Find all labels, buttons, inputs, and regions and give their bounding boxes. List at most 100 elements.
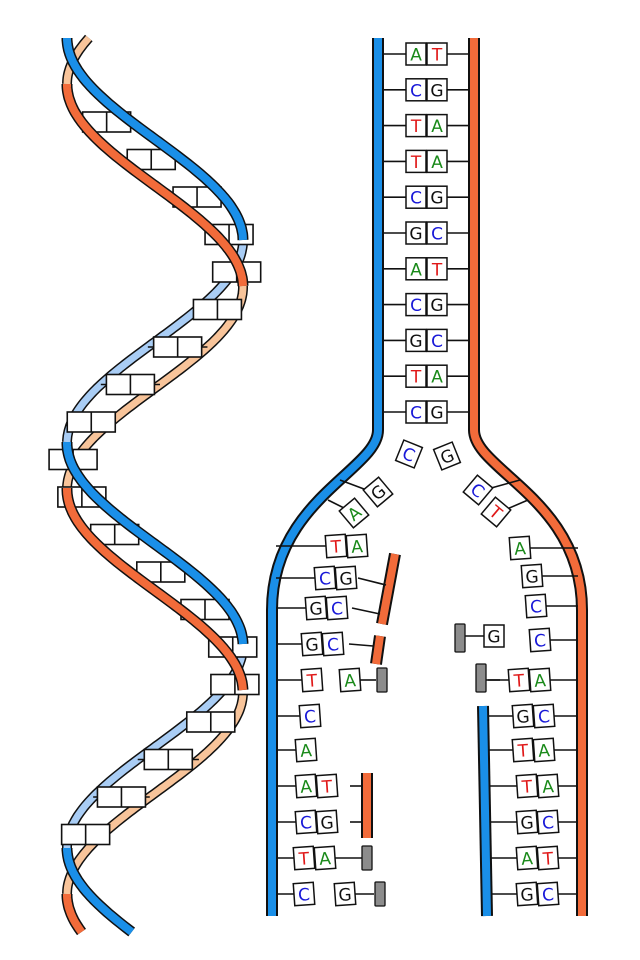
base-box <box>405 257 427 281</box>
base-A: A <box>345 533 369 559</box>
base-C: C <box>292 881 316 907</box>
base-box <box>338 497 370 529</box>
base-G: G <box>483 624 505 648</box>
okazaki-bond <box>357 577 387 586</box>
base-letter: T <box>297 849 310 870</box>
base-letter: A <box>514 539 527 560</box>
base-G: G <box>432 441 462 471</box>
base-letter: T <box>431 46 443 66</box>
base-letter: A <box>300 741 313 762</box>
base-A: A <box>405 257 427 281</box>
base-letter: G <box>430 404 443 424</box>
base-box <box>292 845 316 871</box>
base-letter: A <box>410 46 422 66</box>
base-letter: C <box>431 332 443 352</box>
base-A: A <box>294 773 318 799</box>
leading-template-strand-blue <box>268 38 382 916</box>
rna-primer <box>475 663 487 693</box>
base-G: G <box>426 400 448 424</box>
base-box <box>528 627 552 653</box>
base-A: A <box>405 42 427 66</box>
base-letter: C <box>410 81 422 101</box>
base-A: A <box>532 737 556 763</box>
base-box <box>426 113 448 138</box>
base-letter: T <box>410 368 422 388</box>
base-box <box>536 809 560 835</box>
base-letter: A <box>431 153 443 173</box>
base-letter: C <box>410 296 422 316</box>
base-box <box>511 703 535 729</box>
base-A: A <box>528 667 552 693</box>
base-letter: A <box>344 671 357 692</box>
base-letter: A <box>431 368 443 388</box>
base-letter: C <box>529 597 542 618</box>
base-A: A <box>294 737 318 763</box>
base-C: C <box>536 881 560 907</box>
base-letter: C <box>297 885 310 906</box>
base-letter: T <box>541 849 554 870</box>
okazaki-bond <box>348 643 374 647</box>
base-letter: C <box>537 707 550 728</box>
base-box <box>304 595 328 621</box>
base-letter: C <box>326 635 339 656</box>
base-box <box>508 535 532 561</box>
base-C: C <box>426 221 448 245</box>
lagging-template-strand-orange <box>470 38 586 916</box>
base-box <box>480 496 512 528</box>
base-C: C <box>462 474 494 506</box>
base-box <box>333 881 357 907</box>
base-box <box>334 565 358 591</box>
okazaki-fragment-orange-1 <box>378 553 399 625</box>
base-box <box>313 565 337 591</box>
base-box <box>426 221 448 245</box>
base-letter: G <box>430 81 443 101</box>
base-box <box>532 703 556 729</box>
base-G: G <box>300 631 324 657</box>
base-letter: A <box>410 260 422 280</box>
base-C: C <box>532 703 556 729</box>
base-box <box>292 881 316 907</box>
base-box <box>324 533 348 559</box>
base-box <box>345 533 369 559</box>
base-letter: C <box>541 885 554 906</box>
base-box <box>507 667 531 693</box>
base-box <box>405 328 427 353</box>
base-A: A <box>426 364 448 388</box>
base-letter: G <box>520 885 535 906</box>
base-T: T <box>324 533 348 559</box>
base-letter: G <box>525 567 540 588</box>
base-box <box>524 593 548 619</box>
base-box <box>394 439 424 469</box>
base-G: G <box>515 809 539 835</box>
base-T: T <box>292 845 316 871</box>
base-C: C <box>298 703 322 729</box>
base-letter: C <box>303 707 316 728</box>
base-letter: T <box>305 671 318 692</box>
base-box <box>405 400 427 424</box>
base-letter: G <box>339 569 354 590</box>
base-box <box>536 773 560 799</box>
base-box <box>300 631 324 657</box>
base-T: T <box>315 773 339 799</box>
base-C: C <box>405 78 427 102</box>
base-box <box>325 595 349 621</box>
base-box <box>536 881 560 907</box>
helix-backbone-blue-front <box>63 442 247 645</box>
base-box <box>405 113 427 138</box>
base-box <box>294 773 318 799</box>
base-letter: C <box>533 631 546 652</box>
base-letter: G <box>487 628 500 648</box>
base-T: T <box>515 773 539 799</box>
base-box <box>426 328 448 353</box>
base-box <box>405 221 427 245</box>
base-C: C <box>405 185 427 209</box>
base-C: C <box>313 565 337 591</box>
base-G: G <box>515 881 539 907</box>
base-letter: G <box>338 885 353 906</box>
base-G: G <box>405 221 427 245</box>
base-letter: T <box>520 777 533 798</box>
base-box <box>300 667 324 693</box>
base-T: T <box>405 113 427 138</box>
base-letter: C <box>431 225 443 245</box>
base-letter: G <box>305 635 320 656</box>
